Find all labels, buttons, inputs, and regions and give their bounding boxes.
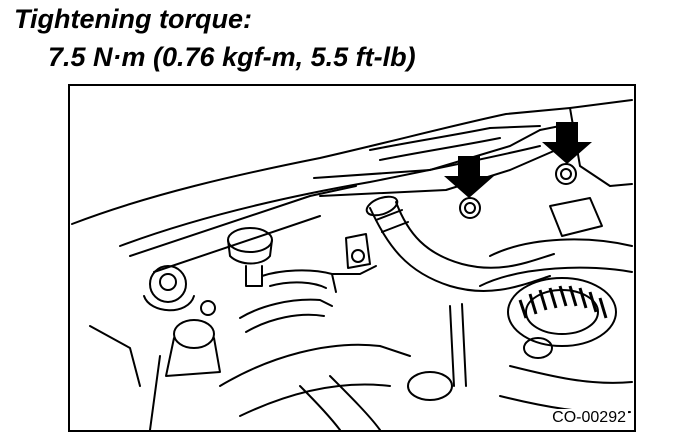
gear-tooth <box>578 287 588 309</box>
torque-caption-label: Tightening torque: <box>14 4 252 34</box>
engine-illustration <box>71 99 633 430</box>
radiator-hose-lower <box>395 201 555 269</box>
gear-tooth <box>518 299 528 319</box>
gear-tooth <box>598 297 608 319</box>
right-lower-line <box>509 365 633 384</box>
bolt-icon <box>459 197 481 219</box>
left-bracket-bolt <box>200 300 216 316</box>
gear-tooth <box>528 293 538 315</box>
down-arrow-icon <box>444 156 494 198</box>
strut-mount-base <box>143 295 195 312</box>
bolt-icon <box>555 163 577 185</box>
filler-neck <box>245 265 263 287</box>
oil-dipstick-2 <box>461 303 467 387</box>
torque-caption-value: 7.5 N·m (0.76 kgf-m, 5.5 ft-lb) <box>48 42 416 72</box>
lower-manifold <box>219 343 411 387</box>
lower-hose <box>329 375 381 430</box>
breather-tube-3 <box>331 265 377 275</box>
timing-gear <box>507 277 617 347</box>
gear-tooth <box>538 289 548 311</box>
down-arrow-icon <box>542 122 592 164</box>
left-bracket <box>345 233 371 269</box>
strut-mount-inner <box>159 273 177 291</box>
cover-flange-lower <box>319 149 557 197</box>
right-lower-cap <box>523 337 553 359</box>
strut-mount-outer <box>149 265 187 303</box>
figure-code: CO-00292 <box>550 409 628 427</box>
ribbed-cover-line <box>369 127 491 151</box>
ribbed-cover-line-2 <box>379 137 501 161</box>
cover-panel-edge <box>129 185 357 257</box>
engine-illustration-frame: CO-00292 <box>68 84 636 432</box>
right-bracket <box>549 197 603 237</box>
engine-cover-ridge <box>119 145 541 247</box>
hose-clamp <box>375 209 403 221</box>
vacuum-hose <box>261 269 337 293</box>
radiator-hose-end <box>365 195 399 217</box>
filler-cap-body <box>227 239 273 265</box>
left-bracket-bolt-2 <box>351 249 365 263</box>
vacuum-hose-2 <box>269 281 327 289</box>
reservoir-cap <box>173 319 215 349</box>
fan-shroud <box>489 238 633 257</box>
cover-panel-edge-lower <box>153 215 321 273</box>
gear-tooth <box>558 285 568 307</box>
lower-manifold-2 <box>239 383 391 417</box>
engine-cover-outline <box>71 99 633 225</box>
radiator-hose <box>369 207 551 292</box>
gear-tooth <box>548 287 558 309</box>
fan-shroud-2 <box>479 266 633 287</box>
hose-clamp-2 <box>381 221 409 233</box>
ribbed-cover-line-3 <box>489 125 541 129</box>
reservoir-line-2 <box>149 355 161 430</box>
oil-dipstick <box>449 305 455 387</box>
gear-tooth <box>568 285 578 307</box>
gear-tooth <box>588 291 598 313</box>
lower-pulley <box>407 371 453 401</box>
lower-hose-2 <box>299 385 341 430</box>
breather-tube <box>239 298 333 319</box>
reservoir-body <box>165 337 221 377</box>
breather-tube-2 <box>245 313 325 333</box>
reservoir-line <box>89 325 141 387</box>
